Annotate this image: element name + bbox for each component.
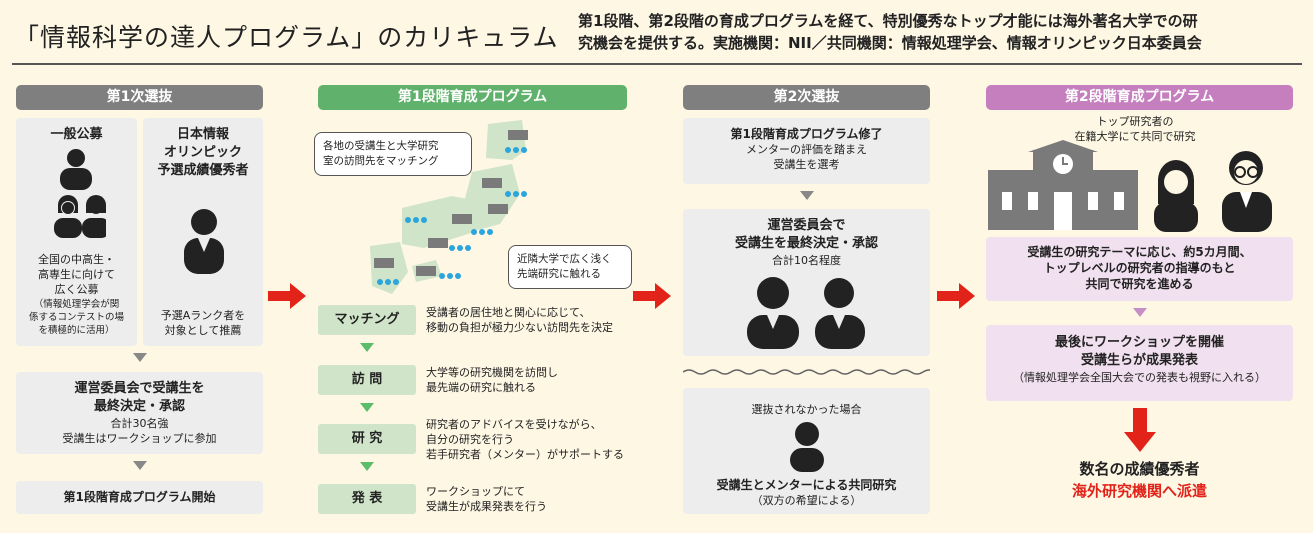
down-arrow-icon	[360, 462, 374, 471]
public-recruitment-text: 全国の中高生・高専生に向けて広く公募	[38, 253, 115, 296]
stage1-program-header: 第1段階育成プログラム	[318, 85, 627, 110]
right-arrow-icon	[268, 283, 306, 309]
university-and-researchers-icon	[988, 140, 1272, 232]
stage1-complete-box: 第1段階育成プログラム修了 メンターの評価を踏まえ受講生を選考	[683, 118, 930, 184]
public-recruitment-note: （情報処理学会が関係するコンテストの場を積極的に活用）	[28, 299, 124, 336]
olympiad-text: 予選Aランク者を対象として推薦	[160, 309, 246, 337]
down-arrow-icon	[800, 191, 814, 200]
first-decision-box: 運営委員会で受講生を最終決定・承認 合計30名強受講生はワークショップに参加	[16, 372, 263, 454]
step-visit-desc: 大学等の研究機関を訪問し最先端の研究に触れる	[426, 366, 558, 394]
step-research-desc: 研究者のアドバイスを受けながら、自分の研究を行う若手研究者（メンター）がサポート…	[426, 418, 624, 461]
student-icon	[789, 422, 824, 472]
down-red-arrow-icon	[1124, 408, 1156, 452]
down-arrow-icon	[360, 343, 374, 352]
japan-map-icon	[370, 120, 528, 294]
top-researcher-caption: トップ研究者の在籍大学にて共同で研究	[1074, 115, 1196, 143]
public-recruitment-title: 一般公募	[50, 127, 103, 142]
result-box: 数名の成績優秀者 海外研究機関へ派遣	[986, 458, 1293, 502]
step-visit: 訪 問	[318, 365, 416, 395]
workshop-box: 最後にワークショップを開催受講生らが成果発表 （情報処理学会全国大会での発表も視…	[986, 325, 1293, 401]
right-arrow-icon	[937, 283, 975, 309]
down-arrow-icon	[360, 403, 374, 412]
not-selected-box: 選抜されなかった場合 受講生とメンターによる共同研究 （双方の希望による）	[683, 388, 930, 514]
step-matching: マッチング	[318, 305, 416, 335]
down-arrow-icon	[133, 353, 147, 362]
nearby-research-speech-bubble: 近隣大学で広く浅く先端研究に触れる	[508, 245, 632, 289]
olympiad-title: 日本情報オリンピック予選成績優秀者	[157, 127, 249, 178]
step-research: 研 究	[318, 424, 416, 454]
students-group-icon	[54, 149, 106, 238]
step-matching-desc: 受講者の居住地と関心に応じて、移動の負担が極力少ない訪問先を決定	[426, 306, 613, 334]
olympiad-box: 日本情報オリンピック予選成績優秀者 予選Aランク者を対象として推薦	[143, 118, 263, 346]
public-recruitment-box: 一般公募 全国の中高生・高専生に向けて広く公募 （情報処理学会が関係するコンテス…	[16, 118, 137, 346]
program-start-box: 第1段階育成プログラム開始	[16, 481, 263, 514]
step-presentation: 発 表	[318, 484, 416, 514]
title-divider	[12, 63, 1302, 65]
right-arrow-icon	[633, 283, 671, 309]
student-icon	[184, 209, 224, 274]
joint-research-box: 受講生の研究テーマに応じ、約5カ月間、トップレベルの研究者の指導のもと共同で研究…	[986, 237, 1293, 301]
page-title: 「情報科学の達人プログラム」のカリキュラム	[14, 23, 559, 52]
first-selection-header: 第1次選抜	[16, 85, 263, 110]
wavy-divider	[683, 369, 930, 375]
matching-speech-bubble: 各地の受講生と大学研究室の訪問先をマッチング	[314, 132, 472, 176]
down-arrow-icon	[1133, 308, 1147, 317]
down-arrow-icon	[133, 461, 147, 470]
second-selection-header: 第2次選抜	[683, 85, 930, 110]
step-presentation-desc: ワークショップにて受講生が成果発表を行う	[426, 485, 547, 513]
overseas-dispatch-label: 海外研究機関へ派遣	[1071, 482, 1207, 500]
stage2-program-header: 第2段階育成プログラム	[986, 85, 1293, 110]
two-students-icon	[747, 277, 865, 349]
page-description: 第1段階、第2段階の育成プログラムを経て、特別優秀なトップ才能には海外著名大学で…	[578, 12, 1202, 52]
second-decision-box: 運営委員会で受講生を最終決定・承認 合計10名程度	[683, 209, 930, 356]
